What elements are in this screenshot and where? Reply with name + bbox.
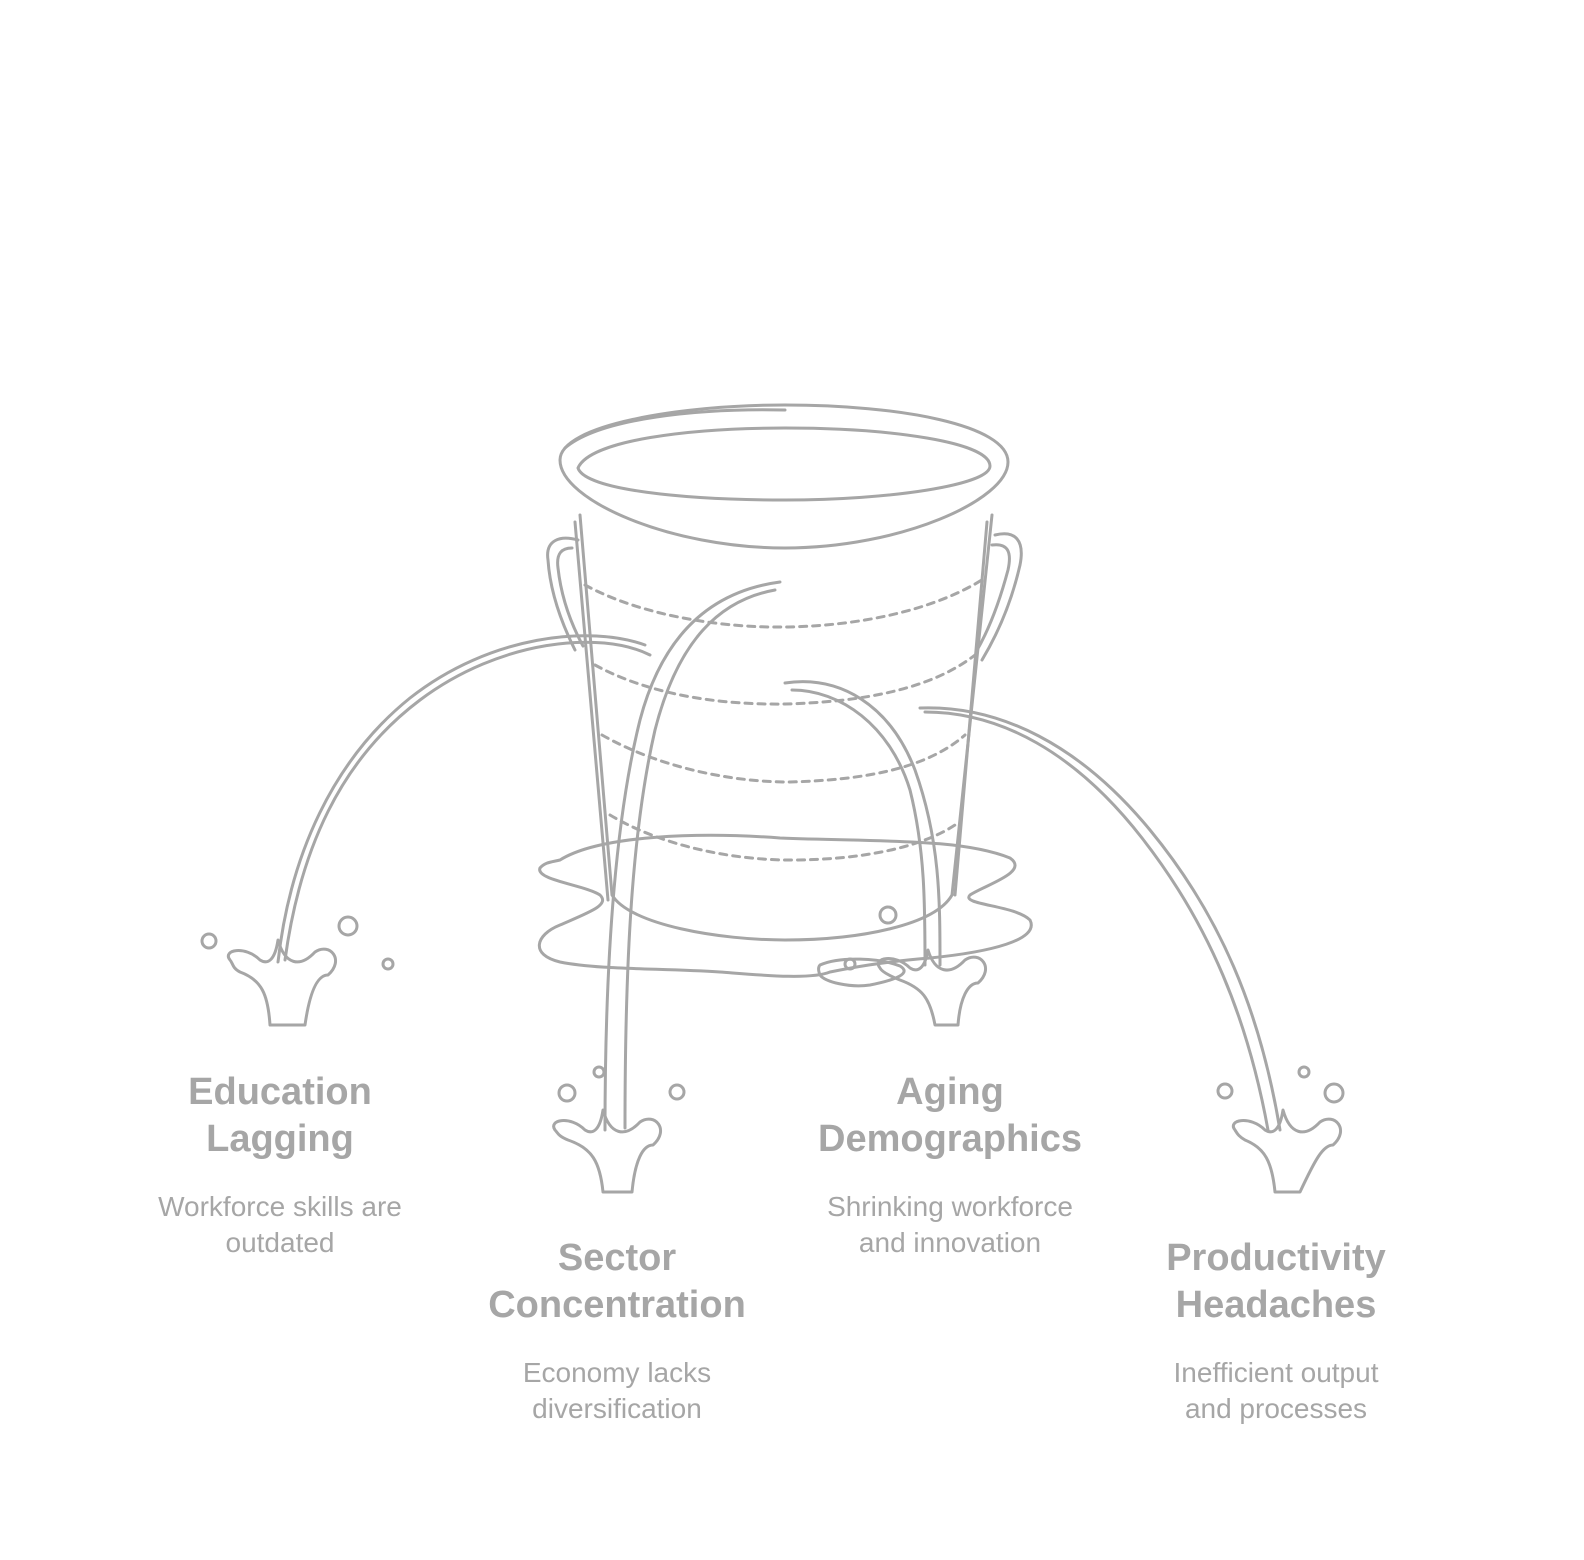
leak-education-desc-line: Workforce skills are <box>158 1191 402 1222</box>
bucket-body <box>578 513 994 942</box>
leak-aging: Aging Demographics Shrinking workforce a… <box>795 1069 1105 1261</box>
water-stream-sector-2 <box>623 588 777 1130</box>
leak-productivity-desc-line: and processes <box>1184 1393 1368 1424</box>
water-stream-productivity-2 <box>923 710 1270 1132</box>
leak-sector-title: Sector Concentration <box>462 1235 772 1329</box>
splash-productivity <box>1216 1065 1345 1194</box>
water-stream-aging-2 <box>790 688 927 967</box>
bucket-handle-right <box>980 532 1023 662</box>
leak-productivity-title-line: Headaches <box>1175 1284 1377 1326</box>
bucket-ring-2 <box>593 653 977 706</box>
water-stream-aging <box>783 680 942 967</box>
water-stream-productivity <box>918 706 1282 1132</box>
leak-education-title-line: Lagging <box>206 1118 354 1160</box>
leak-aging-description: Shrinking workforce and innovation <box>795 1189 1105 1261</box>
bucket-handle-left-inner <box>556 546 585 648</box>
bucket-handle-left <box>546 536 580 652</box>
bucket-handle-right-inner <box>974 543 1011 654</box>
water-stream-education-2 <box>276 634 647 964</box>
leak-aging-title: Aging Demographics <box>795 1069 1105 1163</box>
bucket-rim-inner <box>576 426 992 502</box>
leak-productivity-description: Inefficient output and processes <box>1126 1355 1426 1427</box>
leak-productivity: Productivity Headaches Inefficient outpu… <box>1126 1235 1426 1427</box>
water-stream-education <box>283 640 652 962</box>
leak-aging-desc-line: Shrinking workforce <box>827 1191 1073 1222</box>
leak-sector: Sector Concentration Economy lacks diver… <box>462 1235 772 1427</box>
leak-productivity-desc-line: Inefficient output <box>1173 1357 1379 1388</box>
bucket-rim-outer <box>558 403 1010 550</box>
leak-sector-desc-line: Economy lacks <box>522 1357 712 1388</box>
leak-sector-title-line: Concentration <box>488 1284 746 1326</box>
leak-aging-title-line: Aging <box>896 1071 1004 1113</box>
water-stream-sector <box>603 580 782 1132</box>
leak-aging-title-line: Demographics <box>818 1118 1082 1160</box>
leak-education-description: Workforce skills are outdated <box>130 1189 430 1261</box>
leak-education-title-line: Education <box>188 1071 372 1113</box>
leak-education-desc-line: outdated <box>225 1227 335 1258</box>
bucket-rim-top <box>563 408 787 450</box>
bucket-ring-4 <box>608 813 957 862</box>
leak-productivity-title-line: Productivity <box>1166 1237 1386 1279</box>
water-puddle-small <box>817 957 906 988</box>
bucket-ring-3 <box>600 733 967 784</box>
leak-education: Education Lagging Workforce skills are o… <box>130 1069 430 1261</box>
splash-education <box>200 915 395 1027</box>
leak-education-title: Education Lagging <box>130 1069 430 1163</box>
leak-sector-description: Economy lacks diversification <box>462 1355 772 1427</box>
leak-sector-desc-line: diversification <box>532 1393 702 1424</box>
leak-aging-desc-line: and innovation <box>858 1227 1042 1258</box>
bucket-ring-1 <box>583 576 987 629</box>
leak-productivity-title: Productivity Headaches <box>1126 1235 1426 1329</box>
leak-sector-title-line: Sector <box>557 1237 677 1279</box>
bucket-body-outline <box>573 520 610 902</box>
bucket-body-outline-right <box>953 520 989 897</box>
splash-sector <box>552 1065 686 1194</box>
splash-aging <box>843 905 988 1027</box>
